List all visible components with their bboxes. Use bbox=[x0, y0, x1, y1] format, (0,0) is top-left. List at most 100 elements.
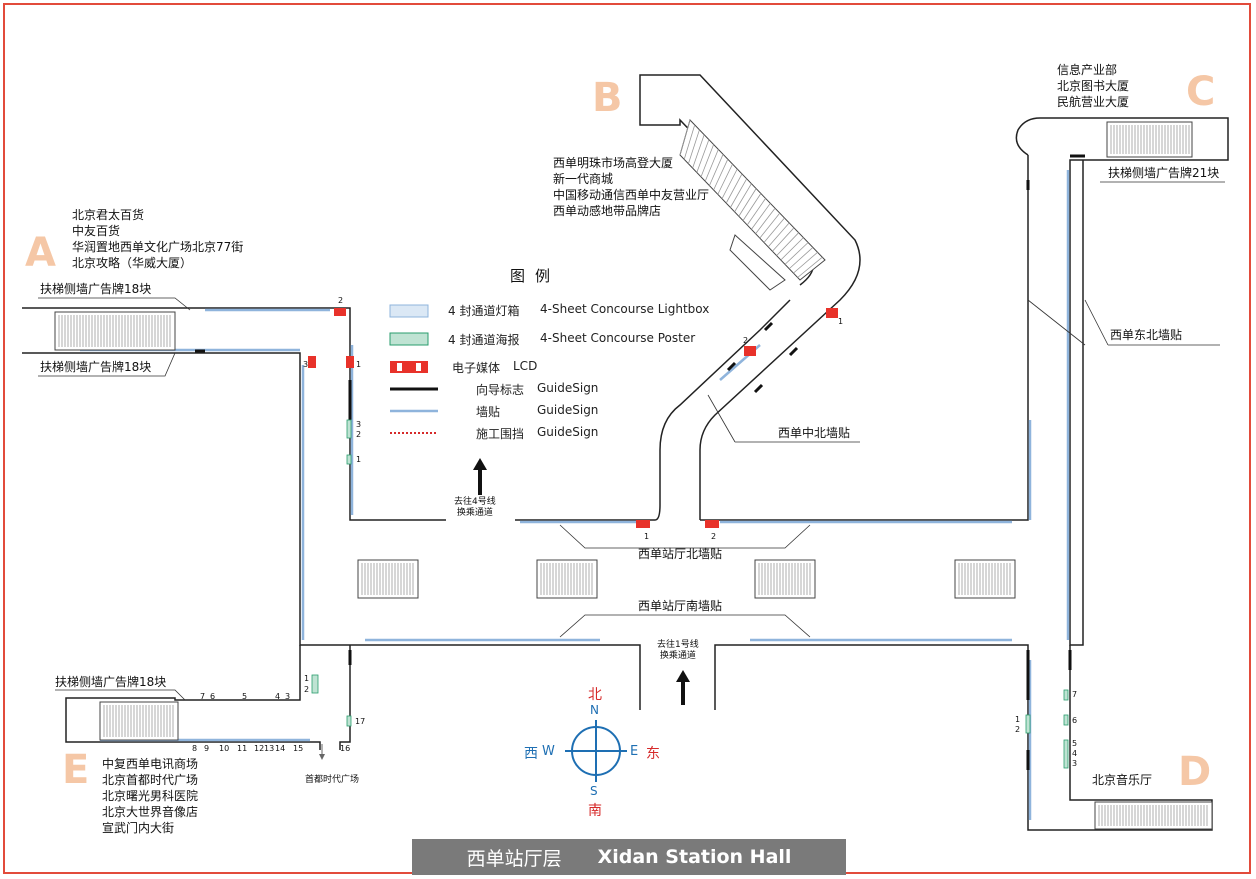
marker-number: 3 bbox=[1072, 759, 1078, 768]
marker-number: 10 bbox=[219, 744, 230, 753]
marker-number: 6 bbox=[1072, 716, 1078, 725]
compass bbox=[565, 720, 627, 782]
place: 北京音乐厅 bbox=[1092, 773, 1153, 787]
escalator-c-label: 扶梯侧墙广告牌21块 bbox=[1108, 166, 1220, 180]
lcd-marker bbox=[346, 356, 354, 368]
marker-number: 1 bbox=[1015, 715, 1021, 724]
marker-number: 1 bbox=[644, 532, 650, 541]
place: 中友百货 bbox=[72, 224, 121, 238]
marker-number: 15 bbox=[293, 744, 304, 753]
exit-b-letter: B bbox=[592, 75, 623, 121]
compass-s-cn: 南 bbox=[588, 803, 602, 819]
legend-lightbox-en: 4-Sheet Concourse Lightbox bbox=[540, 302, 710, 316]
marker-number: 3 bbox=[303, 360, 309, 369]
marker-number: 13 bbox=[264, 744, 275, 753]
wall-b-east bbox=[639, 74, 861, 520]
marker-number: 3 bbox=[356, 420, 362, 429]
place: 民航营业大厦 bbox=[1057, 95, 1130, 109]
exit-a-letter: A bbox=[25, 230, 56, 276]
legend-icons bbox=[389, 304, 438, 434]
marker-number: 2 bbox=[356, 430, 362, 439]
legend-wall-en: GuideSign bbox=[537, 403, 599, 417]
marker-number: 2 bbox=[743, 336, 749, 345]
marker-number: 11 bbox=[237, 744, 248, 753]
marker-number: 1 bbox=[838, 317, 844, 326]
marker-number: 2 bbox=[711, 532, 717, 541]
place: 信息产业部 bbox=[1057, 63, 1118, 77]
legend-lightbox-zh: 4 封通道灯箱 bbox=[448, 304, 520, 318]
wall-e-east bbox=[339, 645, 351, 750]
marker-number: 2 bbox=[338, 296, 344, 305]
legend-title: 图例 bbox=[510, 267, 561, 285]
marker-number: 16 bbox=[340, 744, 351, 753]
mid-north-wall-label: 西单中北墙贴 bbox=[778, 426, 851, 440]
place: 西单明珠市场高登大厦 bbox=[553, 156, 674, 170]
place: 北京曙光男科医院 bbox=[102, 789, 199, 803]
place: 北京首都时代广场 bbox=[102, 773, 199, 787]
place: 新一代商城 bbox=[553, 172, 614, 186]
legend-guide-zh: 向导标志 bbox=[476, 383, 525, 397]
place: 宣武门内大街 bbox=[102, 821, 175, 835]
marker-number: 4 bbox=[1072, 749, 1078, 758]
place: 北京攻略（华威大厦） bbox=[72, 256, 193, 270]
lcd-marker bbox=[826, 308, 838, 318]
ne-wall-label: 西单东北墙贴 bbox=[1110, 328, 1183, 342]
wall-hall-south-west bbox=[350, 644, 641, 710]
marker-number: 6 bbox=[210, 692, 216, 701]
legend-wall-zh: 墙贴 bbox=[476, 405, 501, 419]
marker-number: 4 bbox=[275, 692, 281, 701]
capital-plaza-label: 首都时代广场 bbox=[305, 775, 360, 785]
compass-e: E bbox=[630, 744, 639, 759]
escalator-steps bbox=[58, 119, 1208, 826]
callout-lines bbox=[38, 181, 1225, 701]
legend-poster-zh: 4 封通道海报 bbox=[448, 333, 520, 347]
lcd-marker bbox=[308, 356, 316, 368]
legend-poster-en: 4-Sheet Concourse Poster bbox=[540, 331, 696, 345]
lcd-marker bbox=[636, 520, 650, 528]
exit-b-places: 西单明珠市场高登大厦 新一代商城 中国移动通信西单中友营业厅 西单动感地带品牌店 bbox=[553, 155, 709, 219]
marker-number: 7 bbox=[200, 692, 206, 701]
marker-number: 8 bbox=[192, 744, 198, 753]
marker-number: 5 bbox=[242, 692, 248, 701]
footer-title-bar: 西单站厅层 Xidan Station Hall bbox=[412, 839, 846, 875]
legend-lcd-zh: 电子媒体 bbox=[452, 361, 501, 375]
exit-a-places: 北京君太百货 中友百货 华润置地西单文化广场北京77街 北京攻略（华威大厦） bbox=[72, 207, 243, 271]
lcd-marker bbox=[705, 520, 719, 528]
footer-en: Xidan Station Hall bbox=[597, 846, 792, 868]
marker-number: 2 bbox=[304, 685, 310, 694]
legend-guide-en: GuideSign bbox=[537, 381, 599, 395]
exit-d-letter: D bbox=[1178, 749, 1212, 795]
exit-e-letter: E bbox=[62, 747, 90, 793]
exit-e-places: 中复西单电讯商场 北京首都时代广场 北京曙光男科医院 北京大世界音像店 宣武门内… bbox=[102, 756, 198, 836]
lcd-marker bbox=[744, 346, 756, 356]
marker-number: 17 bbox=[355, 717, 366, 726]
marker-number: 1 bbox=[356, 455, 362, 464]
marker-number: 12 bbox=[254, 744, 265, 753]
marker-number: 14 bbox=[275, 744, 286, 753]
poster-markers bbox=[311, 419, 1069, 769]
compass-s: S bbox=[590, 784, 598, 798]
escalator-e-label: 扶梯侧墙广告牌18块 bbox=[55, 675, 167, 689]
marker-number: 7 bbox=[1072, 690, 1078, 699]
arrows bbox=[319, 458, 690, 760]
marker-number: 1 bbox=[356, 360, 362, 369]
legend-hoarding-zh: 施工围挡 bbox=[476, 427, 525, 441]
legend-lcd-en: LCD bbox=[513, 359, 538, 373]
hall-south-wall-label: 西单站厅南墙贴 bbox=[638, 599, 723, 613]
lcd-marker bbox=[334, 308, 346, 316]
place: 中复西单电讯商场 bbox=[102, 757, 199, 771]
wall-c bbox=[1015, 117, 1229, 646]
marker-number: 5 bbox=[1072, 739, 1078, 748]
exit-c-letter: C bbox=[1186, 69, 1216, 115]
compass-n-cn: 北 bbox=[588, 687, 602, 703]
compass-e-cn: 东 bbox=[646, 746, 660, 762]
exit-d-places: 北京音乐厅 bbox=[1092, 772, 1152, 788]
wall-hall-north-east bbox=[700, 155, 1029, 521]
wall-a-south bbox=[22, 352, 350, 646]
marker-number: 3 bbox=[285, 692, 291, 701]
to-line4-label: 去往4号线 换乘通道 bbox=[454, 497, 496, 518]
place: 北京大世界音像店 bbox=[102, 805, 199, 819]
legend-hoarding-en: GuideSign bbox=[537, 425, 599, 439]
